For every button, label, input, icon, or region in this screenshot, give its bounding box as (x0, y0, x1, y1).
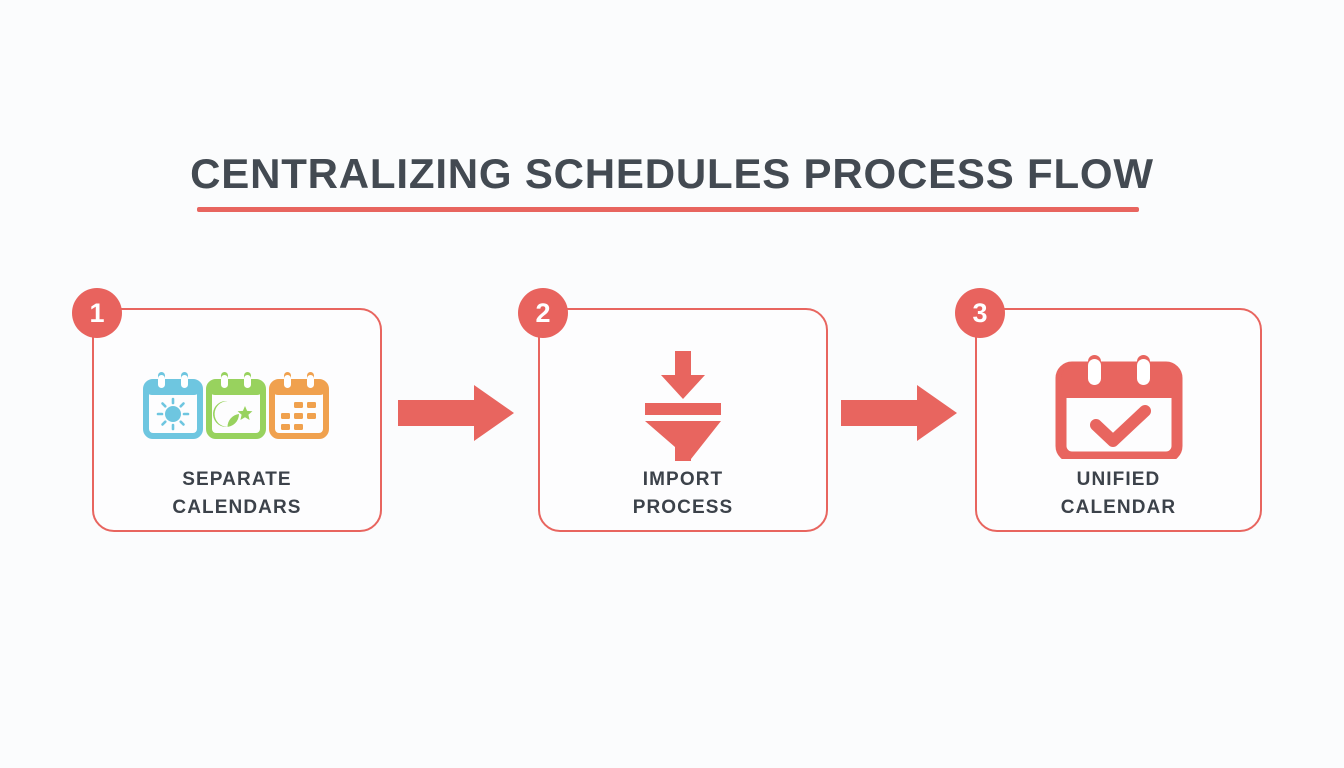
three-calendars-icon (94, 356, 380, 456)
title-underline (197, 207, 1139, 212)
step-number-badge-1: 1 (72, 288, 122, 338)
flow-step-label-3-line2: CALENDAR (1060, 496, 1177, 518)
page-title-block: CENTRALIZING SCHEDULES PROCESS FLOW (0, 150, 1344, 212)
process-flow-row: 1 (0, 288, 1344, 538)
calendar-moon-icon (206, 372, 266, 439)
step-number-badge-2: 2 (518, 288, 568, 338)
flow-step-label-3-line1: UNIFIED (1076, 469, 1161, 490)
flow-step-card-2[interactable]: 2 IMPORT PROCESS (518, 288, 828, 532)
down-arrow-icon (661, 351, 705, 399)
flow-step-label-2: IMPORT PROCESS (540, 466, 826, 521)
step-number-badge-3: 3 (955, 288, 1005, 338)
flow-step-card-3[interactable]: 3 UNIFIED CALENDAR (955, 288, 1262, 532)
calendar-sun-icon (143, 372, 203, 439)
import-funnel-icon (540, 351, 826, 461)
flow-step-label-2-line1: IMPORT (642, 469, 724, 490)
flow-step-label-1: SEPARATE CALENDARS (94, 466, 380, 521)
arrow-step1-to-step2-icon (398, 385, 514, 441)
calendar-grid-icon (269, 372, 329, 439)
arrow-step2-to-step3-icon (841, 385, 957, 441)
flow-step-card-1[interactable]: 1 (72, 288, 382, 532)
flow-step-label-1-line2: CALENDARS (172, 496, 302, 518)
funnel-icon (645, 403, 721, 461)
calendar-check-icon (977, 355, 1260, 459)
flow-step-label-2-line2: PROCESS (632, 496, 734, 518)
page-title: CENTRALIZING SCHEDULES PROCESS FLOW (190, 150, 1154, 197)
flow-step-label-3: UNIFIED CALENDAR (977, 466, 1260, 521)
flow-step-label-1-line1: SEPARATE (182, 469, 292, 490)
